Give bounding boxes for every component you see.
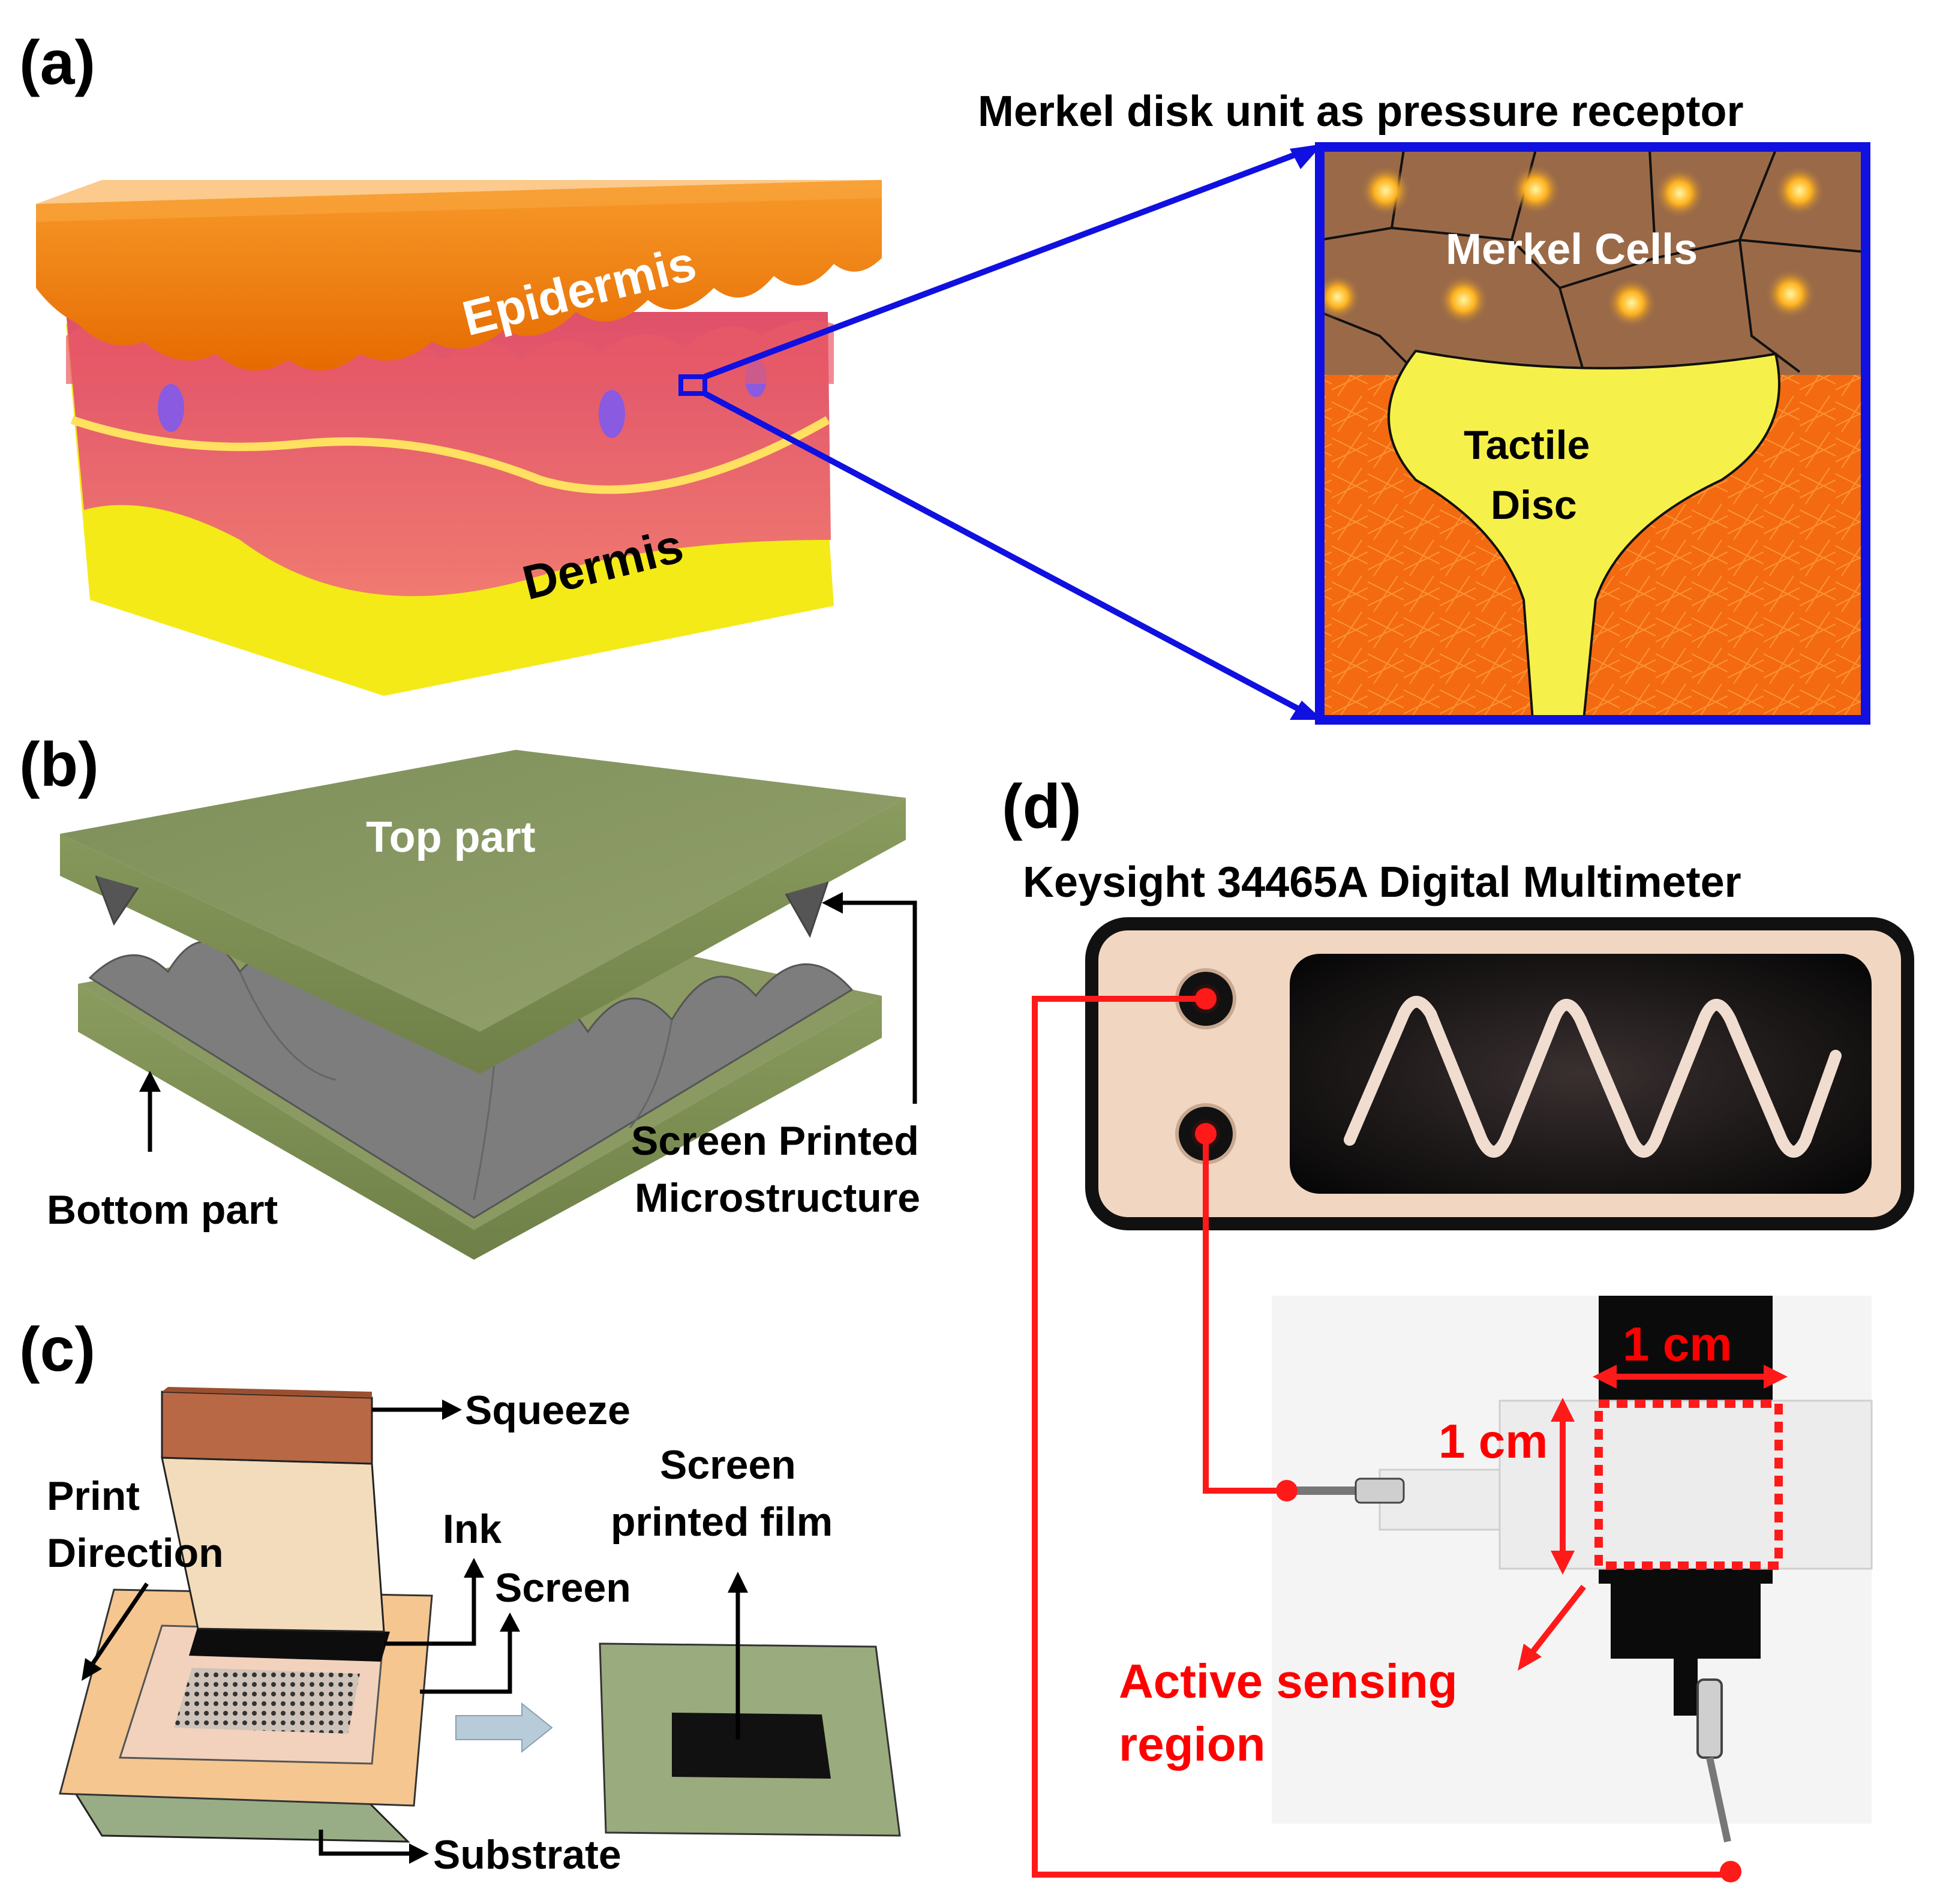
multimeter [1085, 917, 1914, 1230]
film-arrow [728, 1572, 748, 1740]
merkel-nucleus [1765, 269, 1816, 319]
squeeze-label: Squeeze [465, 1388, 630, 1433]
ink-strip [189, 1626, 390, 1662]
substrate-label: Substrate [433, 1832, 621, 1878]
region-label-line2: region [1119, 1717, 1265, 1771]
skin-block [36, 180, 882, 696]
cell-borders [1319, 149, 1866, 373]
wire-node-sensor-bottom [1720, 1861, 1741, 1882]
inset-frame [1315, 142, 1870, 725]
top-part-side [60, 798, 906, 1074]
print-direction-label-line1: Print [47, 1473, 140, 1519]
bottom-part-label: Bottom part [47, 1187, 278, 1233]
top-part-spikes [95, 875, 829, 938]
squeegee-handle-top [162, 1387, 372, 1398]
epidermis-top-face [36, 180, 882, 222]
film-print [672, 1713, 831, 1779]
multimeter-title: Keysight 34465A Digital Multimeter [1023, 858, 1741, 906]
ink-arrow [384, 1558, 484, 1646]
wire-bottom-jack [1203, 1134, 1287, 1494]
merkel-nucleus [1439, 275, 1489, 325]
bottom-part-arrow [139, 1071, 161, 1152]
sensor-pad [1498, 1400, 1873, 1570]
microstructure-label-line2: Microstructure [635, 1175, 920, 1221]
screen-label: Screen [495, 1565, 631, 1611]
width-dimension-label: 1 cm [1623, 1317, 1732, 1371]
height-dimension-label: 1 cm [1439, 1415, 1548, 1468]
print-direction-arrow [82, 1582, 149, 1681]
wire-node-bottom [1195, 1123, 1217, 1145]
microstructure-arrow [822, 892, 917, 1104]
waveform [1344, 996, 1842, 1158]
merkel-nucleus [1315, 274, 1361, 320]
wiring [1032, 988, 1741, 1882]
tactile-label-line1: Tactile [1464, 422, 1590, 468]
epidermis-layer [36, 180, 882, 371]
bottom-part-side [78, 984, 882, 1260]
squeeze-arrow [372, 1400, 462, 1420]
panel-label-d: (d) [1002, 772, 1082, 842]
wire-node-sensor-side [1276, 1480, 1298, 1501]
squeegee-handle [161, 1391, 373, 1465]
ink-label: Ink [443, 1506, 501, 1552]
nerve-line [70, 416, 830, 494]
merkel-nucleus [1606, 278, 1657, 328]
bottom-electrode-lead [1674, 1644, 1698, 1716]
panel-label-a: (a) [19, 28, 95, 98]
height-dimension-arrow [1551, 1398, 1575, 1575]
wire-node-top [1195, 988, 1217, 1010]
active-sensing-box [1594, 1400, 1783, 1570]
merkel-nucleus [1774, 166, 1825, 216]
tactile-disc-shape [1388, 349, 1780, 721]
merkel-inset [1315, 142, 1870, 725]
merkel-cell-layer [1320, 147, 1866, 375]
tactile-label-line2: Disc [1491, 482, 1577, 528]
merkel-title: Merkel disk unit as pressure receptor [978, 88, 1744, 136]
top-part-label: Top part [366, 813, 536, 861]
merkel-nucleus [1654, 168, 1705, 218]
screen-printing-setup [59, 1387, 433, 1843]
print-direction-label-line2: Direction [47, 1530, 224, 1576]
width-dimension-arrow [1593, 1365, 1788, 1389]
film-label-line1: Screen [660, 1442, 796, 1488]
screen-mesh [174, 1668, 360, 1734]
printed-film [599, 1642, 901, 1837]
bottom-clip-wire [1706, 1756, 1731, 1843]
substrate-arrow [319, 1830, 429, 1864]
zoom-source-box [678, 374, 707, 396]
zoom-connector [703, 144, 1323, 720]
panel-label-c: (c) [19, 1315, 95, 1385]
top-part-surface [60, 750, 906, 1032]
merkel-nucleus [1361, 166, 1411, 216]
transition-arrow [455, 1702, 553, 1753]
sensor-stack [60, 750, 906, 1260]
region-label-line1: Active sensing [1119, 1654, 1458, 1708]
corpuscle-2 [599, 390, 625, 438]
bottom-clip [1696, 1678, 1723, 1759]
panel-label-b: (b) [19, 730, 99, 800]
side-clip-head [1355, 1477, 1405, 1504]
merkel-cells-label: Merkel Cells [1446, 226, 1698, 274]
region-pointer-arrow [1518, 1584, 1586, 1671]
microstructure-label-line1: Screen Printed [631, 1118, 919, 1164]
merkel-nucleus [1510, 164, 1561, 215]
film-label-line2: printed film [611, 1499, 833, 1545]
wire-top-jack [1032, 996, 1731, 1878]
corpuscle-1 [158, 384, 184, 432]
screen-arrow [420, 1612, 520, 1694]
